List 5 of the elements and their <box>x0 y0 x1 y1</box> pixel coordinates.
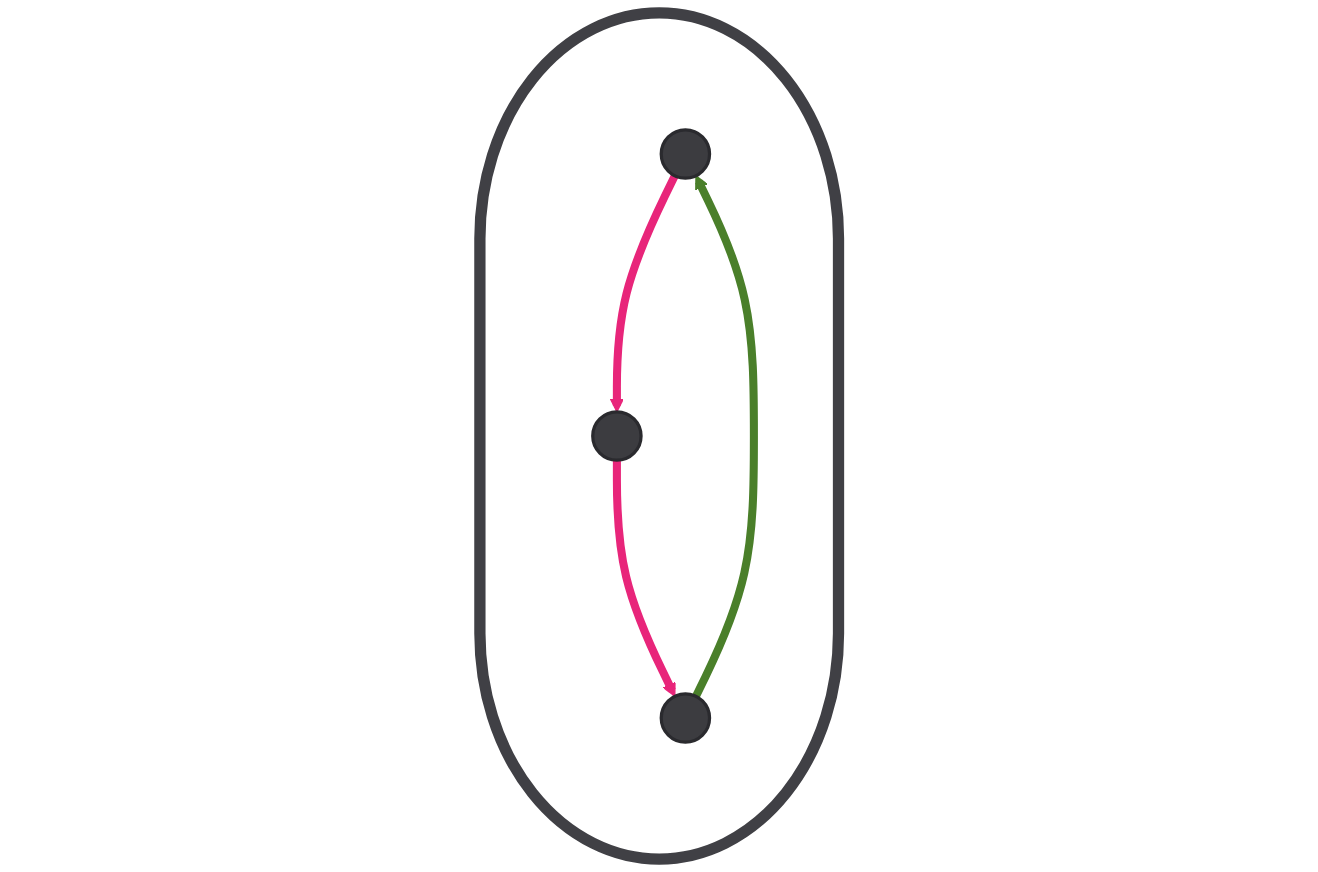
arrow <box>692 175 758 699</box>
arrow <box>612 460 676 697</box>
node-circle <box>659 692 711 744</box>
node-circle <box>590 410 643 462</box>
node-circle <box>659 128 711 180</box>
